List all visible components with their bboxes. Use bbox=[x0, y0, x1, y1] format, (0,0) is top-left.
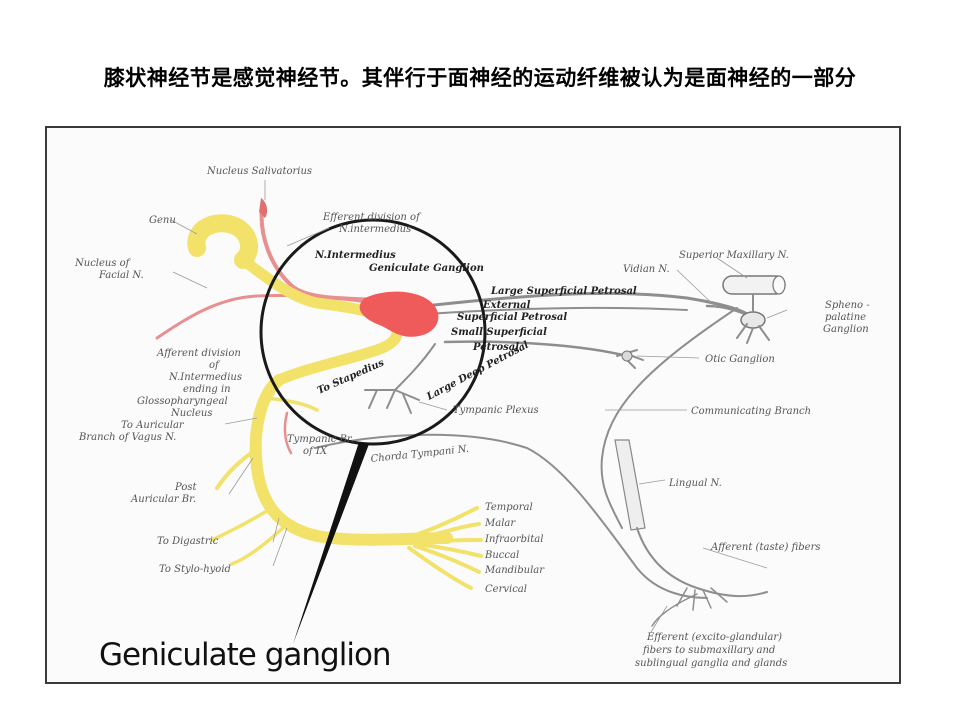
label-afferent-division-1: Afferent division bbox=[156, 348, 241, 359]
label-to-digastric: To Digastric bbox=[157, 536, 219, 547]
label-cervical: Cervical bbox=[485, 584, 527, 595]
diagram-canvas: Nucleus Salivatorius Genu Efferent divis… bbox=[74, 166, 870, 673]
intermedius-pathways bbox=[155, 198, 379, 455]
label-mandibular: Mandibular bbox=[484, 565, 545, 576]
label-efferent-glandular-2: fibers to submaxillary and bbox=[642, 645, 775, 656]
slide-title: 膝状神经节是感觉神经节。其伴行于面神经的运动纤维被认为是面神经的一部分 bbox=[103, 66, 857, 90]
label-post-auricular-2: Auricular Br. bbox=[130, 494, 196, 505]
nucleus-salivatorius-mark bbox=[259, 198, 268, 218]
label-to-stylohyoid: To Stylo-hyoid bbox=[159, 564, 231, 575]
external-superficial-petrosal-nerve bbox=[426, 306, 688, 315]
communicating-branch-nerve bbox=[600, 307, 738, 529]
label-vidian: Vidian N. bbox=[623, 264, 670, 275]
label-tympanic-plexus: Tympanic Plexus bbox=[453, 405, 539, 416]
chorda-tympani-nerve bbox=[314, 433, 708, 599]
sphenopalatine-branches bbox=[736, 323, 770, 344]
label-efferent-glandular-3: sublingual ganglia and glands bbox=[635, 658, 787, 669]
stylohyoid-branch bbox=[230, 522, 289, 566]
label-communicating-branch: Communicating Branch bbox=[691, 406, 811, 417]
facial-nerve-diagram: Nucleus Salivatorius Genu Efferent divis… bbox=[45, 126, 901, 684]
digastric-branch bbox=[210, 506, 274, 542]
label-tympanic-br-2: of IX bbox=[303, 446, 328, 457]
large-deep-petrosal-nerve bbox=[394, 343, 436, 391]
lingual-nerve-trunk bbox=[614, 439, 646, 531]
label-superior-maxillary: Superior Maxillary N. bbox=[679, 250, 789, 261]
small-superficial-petrosal-nerve bbox=[443, 340, 629, 358]
label-post-auricular-1: Post bbox=[174, 482, 197, 493]
label-afferent-taste: Afferent (taste) fibers bbox=[710, 542, 821, 553]
label-efferent-division-1: Efferent division of bbox=[322, 212, 422, 223]
label-afferent-division-2: of bbox=[209, 360, 221, 371]
cervical-branch bbox=[407, 546, 473, 590]
efferent-glandular-fibers bbox=[651, 593, 698, 627]
label-infraorbital: Infraorbital bbox=[484, 534, 543, 545]
post-auricular-branch bbox=[215, 446, 261, 490]
otic-ganglion bbox=[621, 350, 633, 362]
label-afferent-division-3: N.Intermedius bbox=[168, 372, 242, 383]
label-efferent-glandular-1: Efferent (excito-glandular) bbox=[646, 632, 782, 643]
stapedius-branch bbox=[265, 396, 319, 412]
malar-branch bbox=[410, 522, 481, 542]
geniculate-ganglion-body bbox=[359, 291, 439, 337]
buccal-branch bbox=[415, 542, 483, 558]
temporal-branch bbox=[405, 506, 479, 540]
label-small-superficial-2: Petrosal bbox=[472, 342, 519, 353]
label-n-intermedius: N.Intermedius bbox=[314, 250, 396, 261]
lingual-nerve-course bbox=[636, 527, 768, 598]
label-afferent-division-4: ending in bbox=[183, 384, 231, 395]
facial-nerve-descending bbox=[249, 374, 453, 546]
label-nucleus-facial-2: Facial N. bbox=[98, 270, 144, 281]
label-lingual: Lingual N. bbox=[668, 478, 722, 489]
label-spheno-3: Ganglion bbox=[823, 324, 869, 335]
magnifier-lens bbox=[259, 218, 487, 446]
label-chorda-tympani: Chorda Tympani N. bbox=[370, 444, 469, 465]
label-nucleus-facial-1: Nucleus of bbox=[74, 258, 132, 269]
label-afferent-division-5: Glossopharyngeal bbox=[137, 396, 228, 407]
afferent-intermedius-path bbox=[155, 293, 379, 340]
facial-nerve-genu bbox=[187, 214, 258, 269]
label-external-2: Superficial Petrosal bbox=[457, 312, 567, 323]
label-temporal: Temporal bbox=[485, 502, 533, 513]
label-spheno-2: palatine bbox=[825, 312, 866, 323]
mandibular-branch bbox=[413, 544, 481, 574]
tympanic-branch-ix bbox=[283, 411, 293, 455]
superior-maxillary-nerve-end bbox=[772, 275, 786, 295]
sphenopalatine-ganglion bbox=[740, 311, 766, 329]
label-small-superficial-1: Small Superficial bbox=[451, 327, 547, 338]
facial-nerve bbox=[187, 214, 483, 590]
submaxillary-branches bbox=[676, 587, 728, 611]
label-nucleus-salivatorius: Nucleus Salivatorius bbox=[206, 166, 312, 177]
large-superficial-petrosal-nerve bbox=[423, 291, 749, 316]
label-buccal: Buccal bbox=[484, 550, 519, 561]
gray-nerve-branches bbox=[314, 275, 786, 627]
label-otic-ganglion: Otic Ganglion bbox=[705, 354, 775, 365]
geniculate-ganglion-caption: Geniculate ganglion bbox=[99, 637, 391, 673]
label-to-auricular-2: Branch of Vagus N. bbox=[78, 432, 176, 443]
leader-lines bbox=[170, 180, 788, 633]
label-external-1: External bbox=[482, 300, 531, 311]
infraorbital-branch bbox=[415, 538, 483, 544]
label-large-superficial-petrosal: Large Superficial Petrosal bbox=[490, 286, 637, 297]
label-afferent-division-6: Nucleus bbox=[170, 408, 212, 419]
magnifier-pointer bbox=[293, 442, 369, 644]
tympanic-plexus-nerves bbox=[364, 389, 420, 414]
label-efferent-division-2: N.intermedius bbox=[338, 224, 411, 235]
label-geniculate-ganglion: Geniculate Ganglion bbox=[369, 263, 484, 274]
label-malar: Malar bbox=[484, 518, 516, 529]
label-to-auricular-1: To Auricular bbox=[121, 420, 185, 431]
label-genu: Genu bbox=[149, 215, 176, 226]
label-spheno-1: Spheno - bbox=[825, 300, 870, 311]
label-tympanic-br-1: Tympanic Br. bbox=[287, 434, 354, 445]
